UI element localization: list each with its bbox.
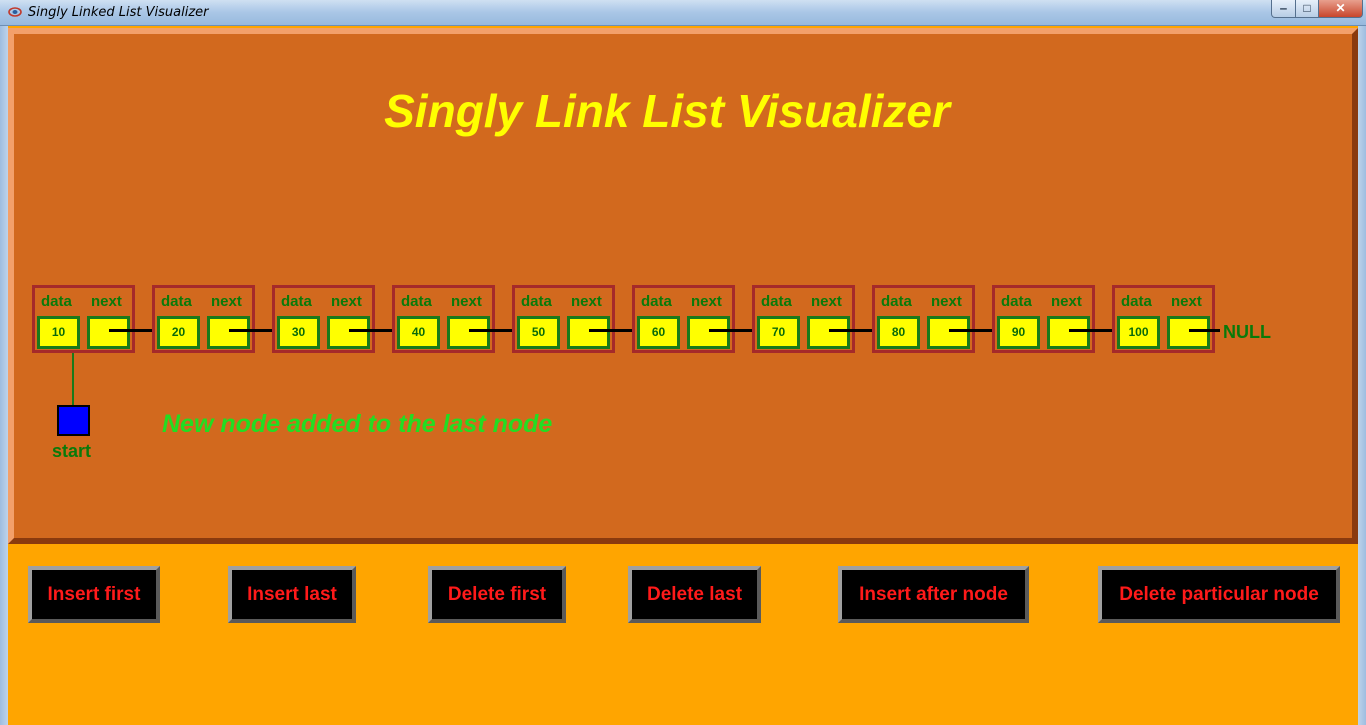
start-pointer-box [57, 405, 90, 436]
link-arrow-line [1189, 329, 1220, 332]
delete-first-button[interactable]: Delete first [428, 566, 566, 623]
data-label: data [881, 293, 912, 310]
delete-particular-node-button[interactable]: Delete particular node [1098, 566, 1340, 623]
node-data-box: 40 [397, 316, 440, 349]
next-label: next [91, 293, 122, 310]
start-label: start [52, 441, 92, 461]
next-label: next [331, 293, 362, 310]
status-message: New node added to the last node [162, 410, 553, 438]
link-arrow-line [829, 329, 872, 332]
next-label: next [931, 293, 962, 310]
window-title: Singly Linked List Visualizer [28, 5, 209, 20]
list-node: data next 40 [392, 285, 495, 353]
list-node: data next 30 [272, 285, 375, 353]
data-label: data [401, 293, 432, 310]
list-node: data next 90 [992, 285, 1095, 353]
delete-last-button[interactable]: Delete last [628, 566, 761, 623]
link-arrow-line [949, 329, 992, 332]
node-next-box [1167, 316, 1210, 349]
link-arrow-line [1069, 329, 1112, 332]
data-label: data [521, 293, 552, 310]
data-label: data [161, 293, 192, 310]
link-arrow-line [469, 329, 512, 332]
window-frame-left [0, 26, 8, 725]
insert-last-button[interactable]: Insert last [228, 566, 356, 623]
maximize-icon: □ [1303, 1, 1311, 15]
data-label: data [41, 293, 72, 310]
node-data-box: 60 [637, 316, 680, 349]
minimize-icon: ‒ [1280, 1, 1287, 15]
node-next-box [447, 316, 490, 349]
data-label: data [281, 293, 312, 310]
list-node: data next 50 [512, 285, 615, 353]
data-label: data [1121, 293, 1152, 310]
next-label: next [1171, 293, 1202, 310]
data-label: data [641, 293, 672, 310]
node-next-box [807, 316, 850, 349]
link-arrow-line [709, 329, 752, 332]
node-data-box: 20 [157, 316, 200, 349]
window-frame-right [1358, 26, 1366, 725]
node-data-box: 70 [757, 316, 800, 349]
next-label: next [691, 293, 722, 310]
data-label: data [1001, 293, 1032, 310]
list-node: data next 80 [872, 285, 975, 353]
title-bar: Singly Linked List Visualizer ‒ □ ✕ [0, 0, 1366, 26]
close-button[interactable]: ✕ [1318, 0, 1363, 18]
insert-after-node-button[interactable]: Insert after node [838, 566, 1029, 623]
link-arrow-line [229, 329, 272, 332]
node-next-box [87, 316, 130, 349]
close-icon: ✕ [1335, 1, 1346, 15]
node-data-box: 90 [997, 316, 1040, 349]
node-data-box: 30 [277, 316, 320, 349]
node-next-box [327, 316, 370, 349]
app-icon [8, 7, 22, 17]
null-label: NULL [1223, 322, 1271, 342]
start-pointer-line [72, 353, 74, 406]
node-data-box: 100 [1117, 316, 1160, 349]
insert-first-button[interactable]: Insert first [28, 566, 160, 623]
node-data-box: 80 [877, 316, 920, 349]
node-next-box [687, 316, 730, 349]
next-label: next [1051, 293, 1082, 310]
link-arrow-line [349, 329, 392, 332]
next-label: next [451, 293, 482, 310]
next-label: next [571, 293, 602, 310]
node-next-box [1047, 316, 1090, 349]
link-arrow-line [109, 329, 152, 332]
data-label: data [761, 293, 792, 310]
node-next-box [207, 316, 250, 349]
list-node: data next 100 [1112, 285, 1215, 353]
page-title: Singly Link List Visualizer [384, 85, 950, 137]
list-node: data next 20 [152, 285, 255, 353]
node-next-box [567, 316, 610, 349]
next-label: next [211, 293, 242, 310]
node-next-box [927, 316, 970, 349]
node-data-box: 10 [37, 316, 80, 349]
link-arrow-line [589, 329, 632, 332]
list-node: data next 70 [752, 285, 855, 353]
list-node: data next 60 [632, 285, 735, 353]
node-data-box: 50 [517, 316, 560, 349]
next-label: next [811, 293, 842, 310]
list-node: data next 10 [32, 285, 135, 353]
linked-list-area: data next 10 data next 20 data next 30 data next 40… [32, 285, 1271, 461]
